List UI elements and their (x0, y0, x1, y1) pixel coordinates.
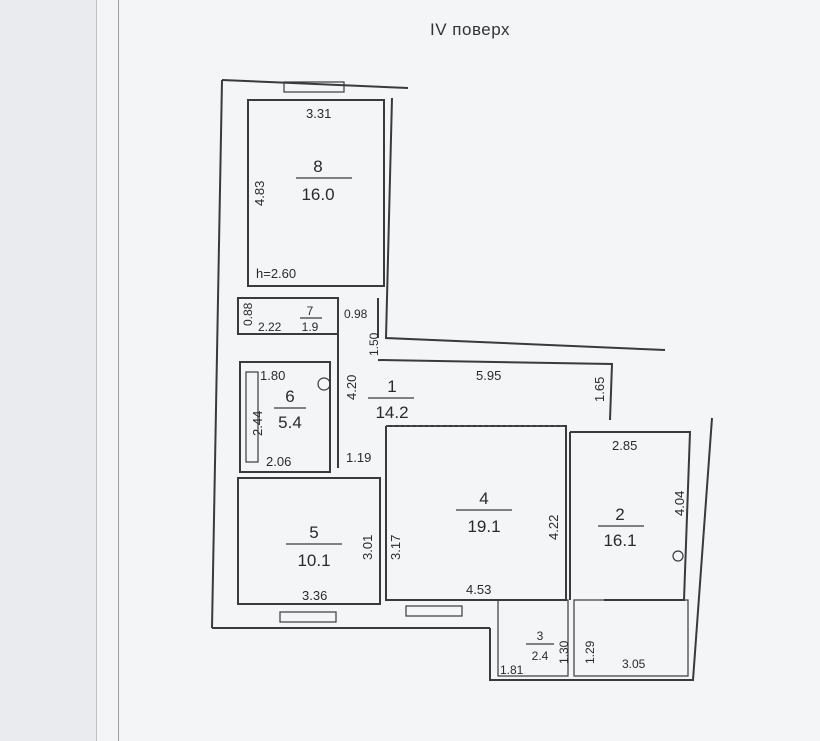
sink-icon (317, 377, 331, 391)
dim-1-19: 1.19 (346, 450, 371, 465)
dim-3-01: 3.01 (360, 535, 375, 560)
room-1-area: 14.2 (375, 403, 408, 422)
dim-1-30: 1.30 (557, 640, 571, 664)
dim-4-83: 4.83 (252, 181, 267, 206)
room-5-area: 10.1 (297, 551, 330, 570)
room-7-number: 7 (307, 304, 314, 318)
room-7-area: 1.9 (302, 320, 319, 334)
dim-3-17: 3.17 (388, 535, 403, 560)
dim-4-04: 4.04 (672, 491, 687, 516)
room-4-outline (385, 425, 567, 601)
dim-2-22: 2.22 (258, 320, 282, 334)
room-5-outline (237, 477, 381, 605)
bath-fixture (245, 371, 259, 463)
dim-4-22: 4.22 (546, 515, 561, 540)
room-1-number: 1 (387, 377, 396, 396)
corridor-wall-right (377, 359, 614, 421)
window-room-8 (283, 81, 345, 93)
room-6-number: 6 (285, 387, 294, 406)
room-6-area: 5.4 (278, 413, 302, 432)
dim-4-53: 4.53 (466, 582, 491, 597)
dim-0-88: 0.88 (241, 302, 255, 326)
dim-2-85: 2.85 (612, 438, 637, 453)
dim-3-31: 3.31 (306, 106, 331, 121)
dim-2-06: 2.06 (266, 454, 291, 469)
dim-1-50: 1.50 (367, 332, 381, 356)
window-room-5 (279, 611, 337, 623)
dim-1-29: 1.29 (583, 640, 597, 664)
room-5-number: 5 (309, 523, 318, 542)
room-3-area: 2.4 (532, 649, 549, 663)
room-2-number: 2 (615, 505, 624, 524)
ceiling-height: h=2.60 (256, 266, 296, 281)
room-6-outline (239, 361, 331, 473)
page-margin-line (118, 0, 119, 741)
dim-3-05: 3.05 (622, 657, 646, 671)
dim-0-98: 0.98 (344, 307, 368, 321)
room-4-area: 19.1 (467, 517, 500, 536)
dim-3-36: 3.36 (302, 588, 327, 603)
room-8-outline (247, 99, 385, 287)
riser-icon (672, 550, 684, 562)
dim-1-81: 1.81 (500, 663, 524, 677)
dim-2-44: 2.44 (250, 411, 265, 436)
dim-1-80: 1.80 (260, 368, 285, 383)
outer-wall-top-left (221, 79, 409, 89)
room-8-number: 8 (313, 157, 322, 176)
window-room-4 (405, 605, 463, 617)
room-4-number: 4 (479, 489, 488, 508)
outer-wall-left (211, 79, 223, 629)
dim-5-95: 5.95 (476, 368, 501, 383)
outer-wall-right-upper (384, 97, 666, 351)
balcony-outline (573, 599, 689, 677)
dim-1-65: 1.65 (592, 377, 607, 402)
room-8-area: 16.0 (301, 185, 334, 204)
room-3-outline (497, 599, 569, 677)
dim-4-20: 4.20 (344, 375, 359, 400)
floor-title: IV поверх (430, 20, 511, 39)
outer-wall-right (489, 417, 713, 681)
room-2-area: 16.1 (603, 531, 636, 550)
room-3-number: 3 (537, 629, 544, 643)
